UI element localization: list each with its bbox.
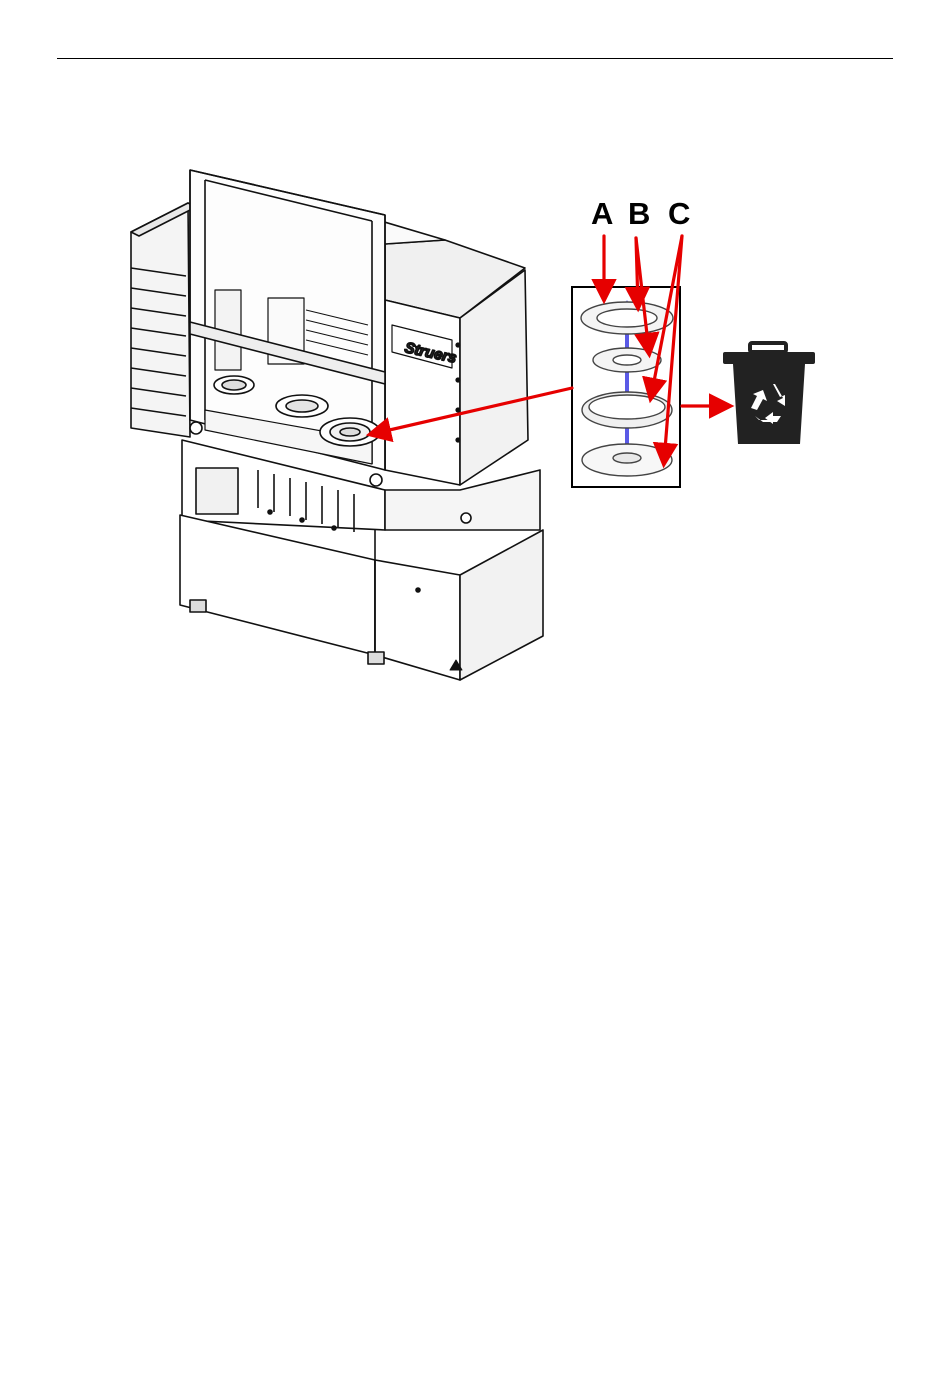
machine-diagram: Struers — [0, 0, 950, 720]
callout-label-b: B — [628, 196, 650, 231]
recycle-bin-icon — [723, 343, 815, 444]
work-chamber — [190, 170, 385, 486]
machine: Struers — [131, 170, 543, 680]
callout-label-a: A — [591, 196, 613, 231]
base-cabinet — [180, 515, 543, 680]
callout-label-c: C — [668, 196, 690, 231]
left-magazine — [131, 203, 196, 437]
